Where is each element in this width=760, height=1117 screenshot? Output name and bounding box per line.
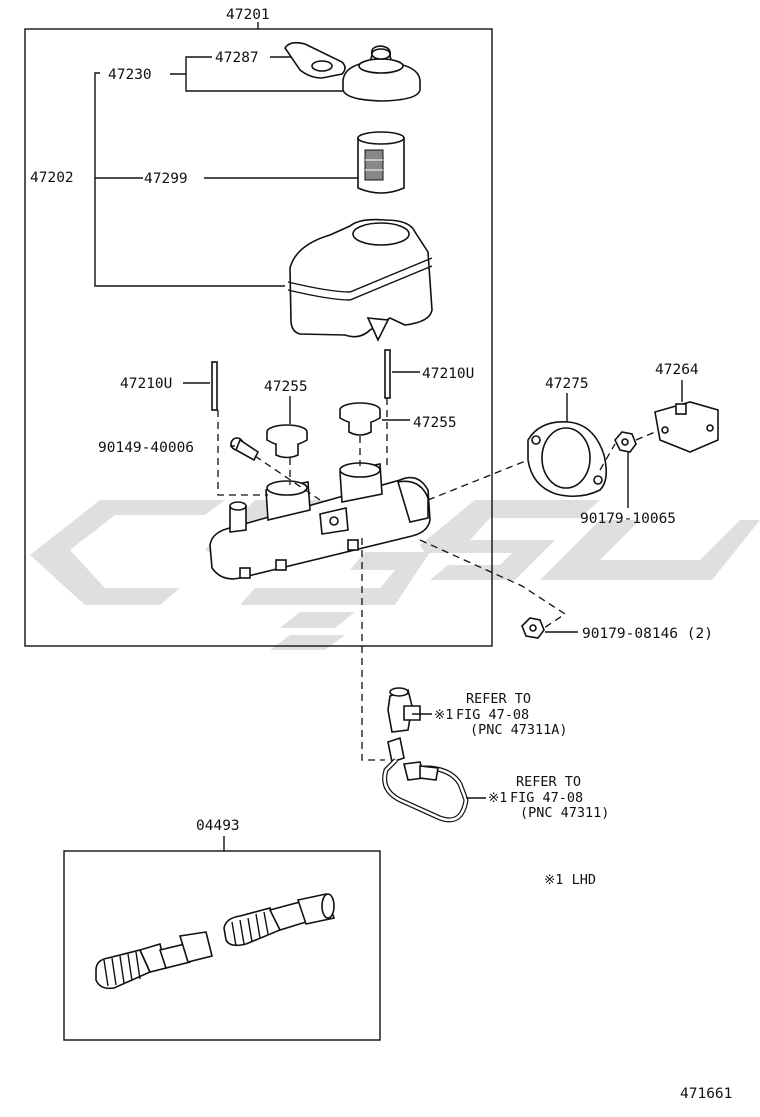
label-47210u-right: 47210U [422, 366, 474, 382]
ref1-line3: (PNC 47311A) [470, 722, 568, 738]
master-cylinder-body-part [209, 462, 431, 580]
label-90149-40006: 90149-40006 [98, 440, 194, 456]
bracket-part [654, 401, 719, 453]
label-90179-10065: 90179-10065 [580, 511, 676, 527]
ref1-marker: ※1 [434, 707, 453, 723]
label-47210u-left: 47210U [120, 376, 172, 392]
pin-left-part [211, 361, 218, 411]
grommet-right-part [339, 402, 381, 436]
label-47201: 47201 [226, 7, 270, 23]
pin-right-part [384, 349, 391, 399]
piston-kit-part [95, 893, 336, 990]
label-04493: 04493 [196, 818, 240, 834]
ref2-line3: (PNC 47311) [520, 805, 609, 821]
nut-mount-part [521, 617, 545, 639]
label-47255-right: 47255 [413, 415, 457, 431]
label-90179-08146: 90179-08146 (2) [582, 626, 713, 642]
label-47287: 47287 [215, 50, 259, 66]
cap-plate-part [284, 41, 346, 79]
reservoir-tank-part [287, 218, 433, 342]
screw-part [230, 437, 260, 462]
ref1-line2: FIG 47-08 [456, 707, 529, 723]
ref1-line1: REFER TO [466, 691, 531, 707]
strainer-part [357, 131, 405, 194]
union-fitting-part [387, 687, 421, 733]
grommet-left-part [266, 424, 308, 459]
label-47275: 47275 [545, 376, 589, 392]
label-47202: 47202 [30, 170, 74, 186]
nut-bracket-part [614, 431, 637, 453]
gasket-part [527, 421, 608, 498]
brake-tube-part [382, 736, 469, 823]
label-47255-left: 47255 [264, 379, 308, 395]
label-47264: 47264 [655, 362, 699, 378]
footnote-lhd: ※1 LHD [544, 872, 596, 888]
ref2-line2: FIG 47-08 [510, 790, 583, 806]
ref2-line1: REFER TO [516, 774, 581, 790]
label-47230: 47230 [108, 67, 152, 83]
reservoir-cap-part [342, 45, 421, 102]
label-47299: 47299 [144, 171, 188, 187]
figure-id: 471661 [680, 1086, 732, 1102]
ref2-marker: ※1 [488, 790, 507, 806]
repair-kit-frame [63, 850, 381, 1041]
